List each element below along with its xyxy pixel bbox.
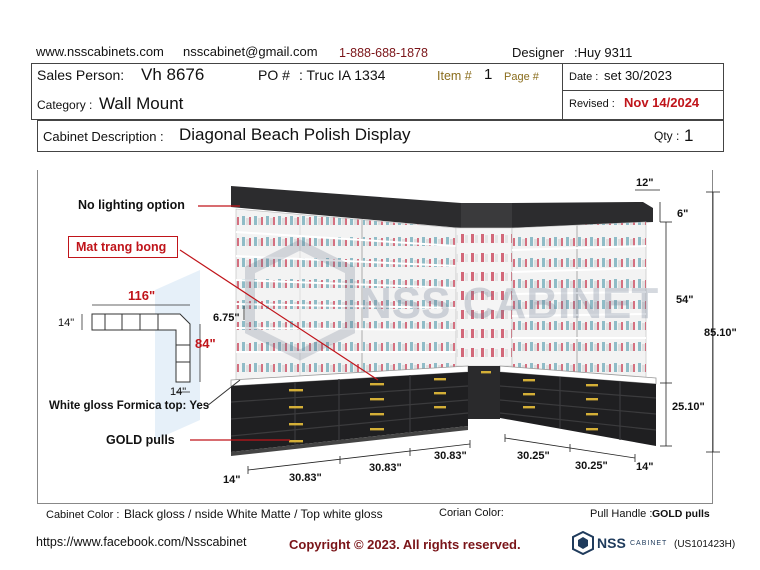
dim-12: 12" <box>636 177 654 189</box>
drawing-frame-right <box>712 170 713 504</box>
dim-85-10: 85.10" <box>704 327 737 339</box>
plan-dim-top: 116" <box>128 288 156 303</box>
dim-width-5: 30.25" <box>575 460 608 472</box>
corian-color-label: Corian Color: <box>439 507 504 519</box>
lower-cabinet-left <box>231 372 468 452</box>
dim-depth-right: 14" <box>636 461 654 473</box>
nss-logo-text: NSS <box>597 535 626 551</box>
phone-number: 1-888-688-1878 <box>339 46 428 60</box>
watermark-text: NSS CABINET <box>360 279 658 328</box>
item-label: Item # <box>437 69 472 83</box>
revised-label: Revised : <box>569 98 615 110</box>
dim-6: 6" <box>677 208 689 220</box>
po-label: PO # <box>258 67 290 83</box>
crown-right <box>512 202 653 228</box>
dim-25-10: 25.10" <box>672 401 705 413</box>
dim-6-75: 6.75" <box>213 312 240 324</box>
dim-width-2: 30.83" <box>369 462 402 474</box>
website-link[interactable]: www.nsscabinets.com <box>36 44 164 59</box>
plan-dim-left: 14" <box>58 317 75 329</box>
qty-value: 1 <box>684 126 694 145</box>
drawing-frame-bottom <box>37 503 713 504</box>
dim-54: 54" <box>676 294 694 306</box>
document-code: (US101423H) <box>674 539 736 550</box>
item-value: 1 <box>484 66 493 83</box>
page-label: Page # <box>504 71 539 83</box>
drawing-frame <box>37 170 38 504</box>
cabinet-color-label: Cabinet Color : <box>46 509 120 521</box>
date-label: Date : <box>569 71 599 83</box>
note-mat-trang-bong-box <box>68 236 178 258</box>
nss-logo-sub: CABINET <box>630 540 668 547</box>
description-box <box>37 120 724 152</box>
crown-left <box>231 186 461 228</box>
dim-width-4: 30.25" <box>517 450 550 462</box>
dim-width-3: 30.83" <box>434 450 467 462</box>
plan-view <box>91 313 191 383</box>
note-mat-trang-bong: Mat trang bong <box>76 240 167 254</box>
category-label: Category : <box>37 98 93 112</box>
cabinet-color-value: Black gloss / nside White Matte / Top wh… <box>124 507 383 521</box>
lower-cabinet-corner <box>468 366 500 419</box>
dim-width-1: 30.83" <box>289 472 322 484</box>
qty-label: Qty : <box>654 129 680 143</box>
pull-handle-label: Pull Handle : <box>590 508 653 520</box>
crown-corner <box>461 203 512 228</box>
date-value: set 30/2023 <box>604 68 672 83</box>
cabinet-description-label: Cabinet Description : <box>43 129 164 144</box>
watermark-logo <box>245 239 355 361</box>
sales-person-value: Vh 8676 <box>141 65 205 84</box>
form-revised-box <box>562 90 724 120</box>
facebook-link[interactable]: https://www.facebook.com/Nsscabinet <box>36 535 247 549</box>
category-value: Wall Mount <box>99 94 184 113</box>
note-gold-pulls: GOLD pulls <box>106 433 175 447</box>
revised-value: Nov 14/2024 <box>624 95 700 110</box>
plan-dim-right: 84" <box>195 336 216 351</box>
pull-handle-value: GOLD pulls <box>652 508 710 520</box>
email-link[interactable]: nsscabinet@gmail.com <box>183 44 318 59</box>
note-no-lighting: No lighting option <box>78 198 185 212</box>
designer-label: Designer <box>512 45 565 60</box>
sales-person-label: Sales Person: <box>37 67 125 83</box>
designer-value: :Huy 9311 <box>574 45 633 60</box>
nss-logo-icon <box>572 531 594 555</box>
note-white-gloss-top: White gloss Formica top: Yes <box>49 400 210 412</box>
po-value: : Truc IA 1334 <box>299 67 386 83</box>
lower-cabinet-right <box>500 372 656 446</box>
cabinet-description-value: Diagonal Beach Polish Display <box>179 125 411 144</box>
dim-depth-left: 14" <box>223 474 241 486</box>
copyright-text: Copyright © 2023. All rights reserved. <box>289 537 521 552</box>
plan-dim-bottom: 14" <box>170 386 187 398</box>
